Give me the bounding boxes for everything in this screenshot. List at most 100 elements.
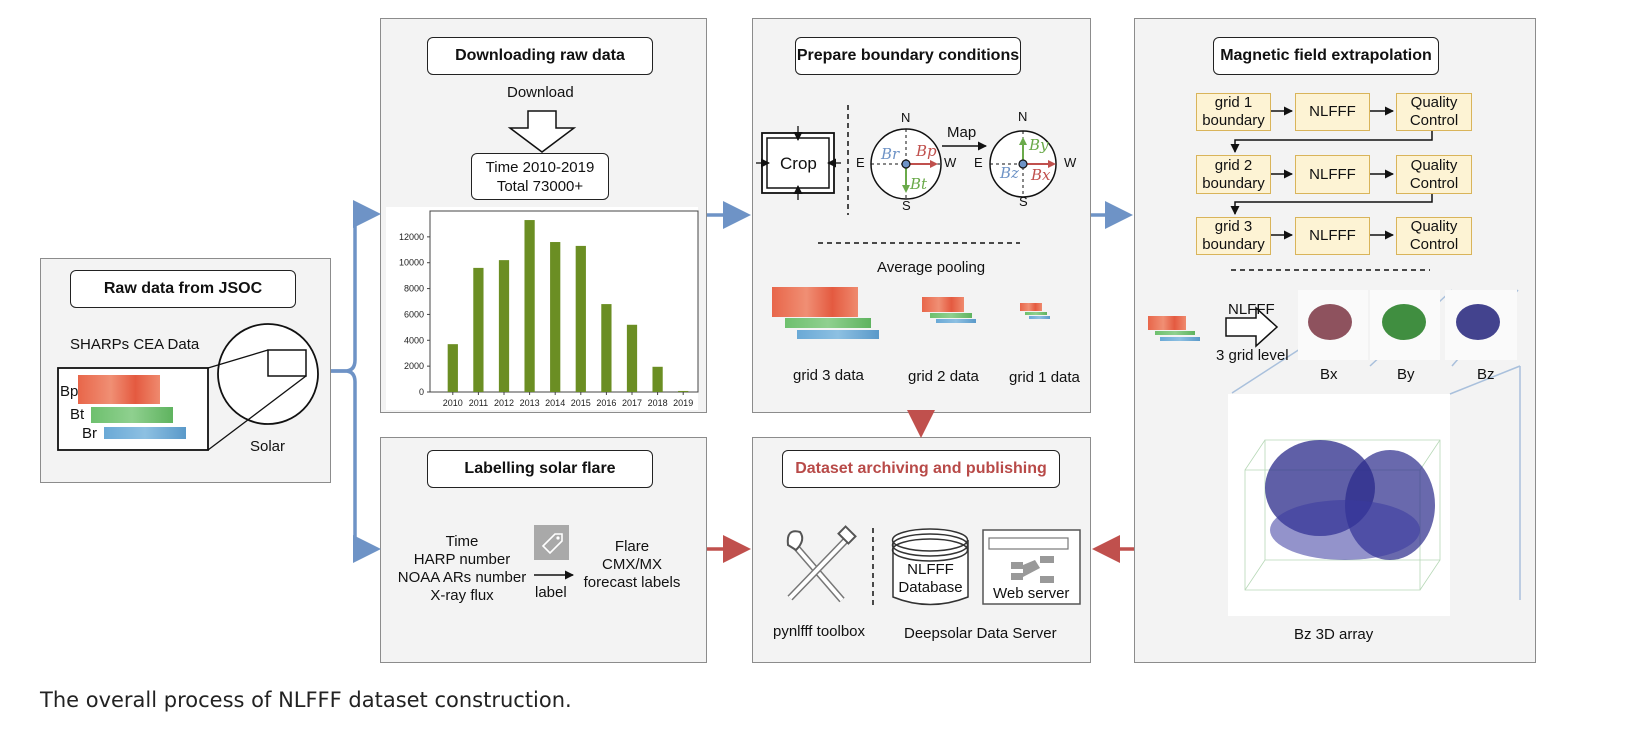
bar-2019: [678, 390, 689, 392]
pooling-label: Average pooling: [877, 259, 986, 276]
db-line2: Database: [898, 579, 963, 596]
compass2-w: W: [1064, 155, 1077, 170]
grid1-line1: grid 1: [1214, 94, 1253, 111]
grid2-boundary-box: grid 2 boundary: [1196, 155, 1271, 194]
compass2-s: S: [1019, 194, 1028, 209]
grid3-line2: boundary: [1202, 236, 1265, 253]
nlfff-arrow-label: NLFFF: [1228, 301, 1275, 318]
grid2-bp-map: [922, 297, 964, 312]
output-cmx: CMX/MX: [602, 556, 662, 573]
chart-background: [386, 207, 698, 410]
bar-2015: [575, 245, 586, 392]
output-forecast: forecast labels: [583, 574, 681, 591]
label-arrow-text: label: [535, 584, 567, 601]
db-line1: NLFFF: [907, 561, 954, 578]
bar-2011: [473, 267, 484, 392]
bar-2016: [601, 304, 612, 392]
grid1-br-map: [1029, 316, 1050, 319]
by-cube-label: By: [1397, 366, 1415, 383]
total-count: Total 73000+: [496, 177, 584, 195]
input-xray: X-ray flux: [430, 587, 494, 604]
grid1-bt-map: [1025, 312, 1047, 315]
x-tick-label: 2010: [443, 398, 463, 408]
compass2-e: E: [974, 155, 983, 170]
bx-vector-label: Bx: [1031, 166, 1051, 184]
grid3-bp-map: [772, 287, 858, 317]
br-magnetogram: [104, 427, 186, 439]
solar-label: Solar: [250, 438, 286, 455]
bar-2017: [626, 324, 638, 392]
network-icon: [1011, 556, 1054, 583]
bar-2012: [498, 260, 510, 392]
sharps-label: SHARPs CEA Data: [70, 336, 200, 353]
bp-magnetogram: [78, 375, 160, 404]
compass1-n: N: [901, 110, 911, 125]
plot-frame: [429, 210, 699, 393]
output-flare: Flare: [614, 538, 650, 555]
qc3-line2: Control: [1409, 236, 1459, 253]
y-tick-label: 2000: [404, 361, 424, 371]
data-server-label: Deepsolar Data Server: [904, 625, 1057, 642]
bx-cube-label: Bx: [1320, 366, 1338, 383]
extrapolation-title: Magnetic field extrapolation: [1213, 37, 1439, 75]
input-bt-stack: [1155, 331, 1195, 335]
y-tick-label: 8000: [404, 284, 424, 294]
database-label: NLFFF Database: [893, 561, 968, 597]
bz-cube-label: Bz: [1477, 366, 1495, 383]
grid2-label: grid 2 data: [908, 368, 979, 385]
bar-2018: [652, 366, 663, 392]
labelling-title: Labelling solar flare: [427, 450, 653, 488]
y-tick-label: 0: [419, 387, 424, 397]
y-tick-label: 6000: [404, 309, 424, 319]
x-tick-label: 2015: [571, 398, 591, 408]
qc3-line1: Quality: [1410, 218, 1458, 235]
label-inputs: Time HARP number NOAA ARs number X-ray f…: [385, 533, 539, 605]
bz-array-label: Bz 3D array: [1294, 626, 1374, 643]
y-tick-label: 12000: [399, 232, 424, 242]
x-tick-label: 2011: [469, 398, 488, 408]
grid1-label: grid 1 data: [1009, 369, 1080, 386]
grid2-bt-map: [930, 313, 972, 318]
tools-icon: [786, 525, 857, 603]
grid3-boundary-box: grid 3 boundary: [1196, 217, 1271, 255]
input-noaa: NOAA ARs number: [397, 569, 527, 586]
label-outputs: Flare CMX/MX forecast labels: [576, 538, 688, 592]
qc2-line1: Quality: [1410, 156, 1458, 174]
web-server-label: Web server: [993, 585, 1070, 602]
bar-2013: [524, 220, 535, 392]
grid3-bt-map: [785, 318, 871, 328]
grid1-bp-map: [1020, 303, 1042, 311]
compass1-e: E: [856, 155, 865, 170]
download-title: Downloading raw data: [427, 37, 653, 75]
x-tick-label: 2012: [494, 398, 514, 408]
bt-vector-label: Bt: [910, 175, 928, 193]
qc2-box: Quality Control: [1396, 155, 1472, 194]
bt-label: Bt: [70, 406, 85, 423]
boundary-title: Prepare boundary conditions: [795, 37, 1021, 75]
bar-2014: [550, 242, 561, 392]
boundary-panel: [752, 18, 1091, 413]
grid1-boundary-box: grid 1 boundary: [1196, 93, 1271, 131]
input-harp: HARP number: [413, 551, 511, 568]
qc3-box: Quality Control: [1396, 217, 1472, 255]
compass1-w: W: [944, 155, 957, 170]
time-total-box: Time 2010-2019 Total 73000+: [471, 153, 609, 200]
qc1-line1: Quality: [1410, 94, 1458, 111]
map-label: Map: [947, 124, 977, 141]
bp-vector-label: Bp: [916, 142, 937, 160]
grid3-label: grid 3 data: [793, 367, 864, 384]
qc2-line2: Control: [1409, 174, 1459, 192]
nlfff2-box: NLFFF: [1295, 155, 1370, 194]
x-tick-label: 2019: [673, 398, 693, 408]
database-icon: [891, 528, 969, 606]
time-range: Time 2010-2019: [485, 158, 595, 176]
br-label: Br: [82, 425, 97, 442]
grid3-br-map: [797, 330, 879, 339]
nlfff3-box: NLFFF: [1295, 217, 1370, 255]
